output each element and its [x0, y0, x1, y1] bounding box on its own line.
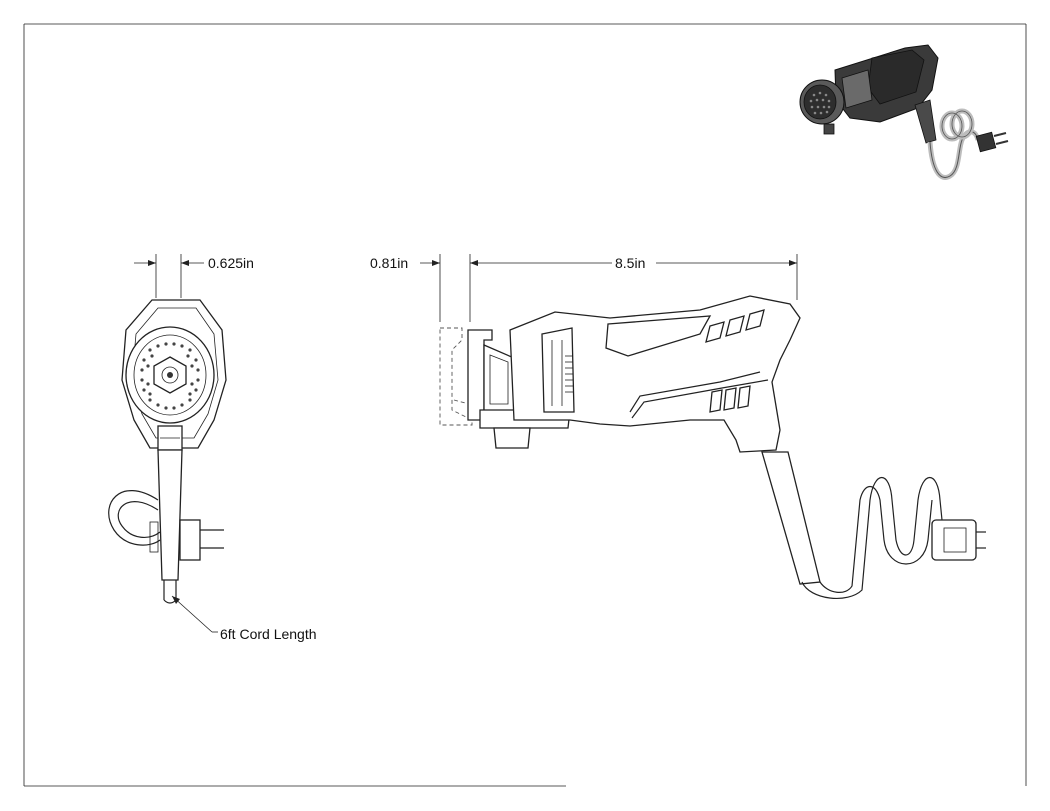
- front-view-drawing: 0.625in 6ft Cord Length: [108, 254, 317, 642]
- vent-slats: [551, 340, 573, 406]
- dim-tool-length: [470, 254, 798, 300]
- dim-blade-offset: [420, 254, 471, 322]
- side-view-drawing: 0.81in 8.5in: [370, 254, 986, 599]
- product-render-thumbnail: [799, 44, 1009, 180]
- dim-label-blade-offset: 0.81in: [370, 255, 408, 271]
- grille-dots-icon: [140, 342, 200, 410]
- sheet-border: [23, 23, 1027, 787]
- grille-dots-icon: [809, 91, 831, 115]
- dim-label-shaft-width: 0.625in: [208, 255, 254, 271]
- dim-label-tool-length: 8.5in: [615, 255, 645, 271]
- cord-leader: [171, 595, 218, 633]
- dim-shaft-width: [134, 254, 204, 298]
- cord-length-callout: 6ft Cord Length: [220, 626, 317, 642]
